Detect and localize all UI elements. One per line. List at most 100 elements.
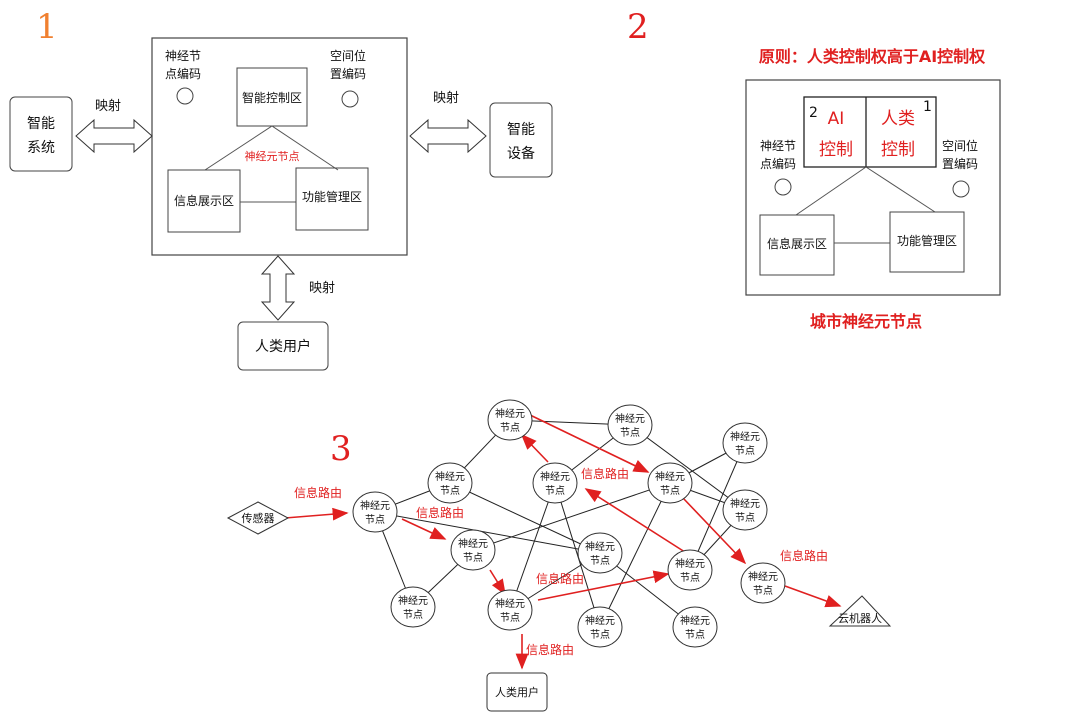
panel2-spatial-code-label-2: 置编码 [942,156,978,171]
route-label: 信息路由 [581,466,629,481]
panel3-sensor-diamond [226,501,290,535]
neuron-node: 神经元节点 [450,529,496,571]
route-label: 信息路由 [536,571,584,586]
route-arrow [584,488,689,555]
neuron-node-label-1: 神经元 [398,594,428,607]
panel-1-number: 1 [36,7,58,47]
neuron-node-label-2: 节点 [590,555,610,567]
panel1-left-double-arrow [75,118,153,154]
route-arrow [284,507,349,521]
panel-3-number: 3 [330,429,352,469]
neuron-node-label-2: 节点 [620,427,640,439]
neuron-node-label-2: 节点 [735,445,755,457]
edge [629,424,746,511]
neuron-node-label-1: 神经元 [458,537,488,550]
panel1-neural-code-label-1: 神经节 [165,49,201,63]
neuron-node-circle [740,562,786,604]
route-arrow [682,497,747,565]
panel1-spatial-code-circle [341,90,359,108]
panel1-node-frame [151,37,408,256]
panel1-node-label: 神经元节点 [245,149,300,163]
panel2-line-right [865,166,936,213]
neuron-node-label-2: 节点 [753,585,773,597]
neuron-node-label-1: 神经元 [748,570,778,583]
neuron-node-circle [427,462,473,504]
neuron-node-label-2: 节点 [660,485,680,497]
neuron-node: 神经元节点 [740,562,786,604]
neuron-node-label-1: 神经元 [540,470,570,483]
neuron-node-circle [352,491,398,533]
panel2-neural-code-label-2: 点编码 [760,156,796,171]
neuron-node-label-1: 神经元 [655,470,685,483]
neuron-node-label-2: 节点 [403,609,423,621]
panel2-spatial-code-circle [952,180,970,198]
panel1-bottom-double-arrow [260,255,296,321]
panel3-routing-arrows [284,413,842,670]
panel1-info-display-box [167,169,241,233]
neuron-node: 神经元节点 [672,606,718,648]
neuron-node-label-2: 节点 [463,552,483,564]
route-label: 信息路由 [294,485,342,500]
edge [472,482,671,551]
edge [599,482,671,628]
neuron-node-circle [532,462,578,504]
neuron-node-label-2: 节点 [735,512,755,524]
neuron-node-label-1: 神经元 [435,470,465,483]
route-arrow [401,518,447,540]
neuron-node: 神经元节点 [427,462,473,504]
route-arrow [537,570,670,601]
neuron-node: 神经元节点 [487,589,533,631]
panel2-ai-label-1: AI [828,109,845,129]
neuron-node-label-1: 神经元 [585,614,615,627]
panel1-mapping-bottom: 映射 [309,280,335,296]
edge [509,482,556,611]
edge [689,442,746,571]
neuron-node-circle [672,606,718,648]
neuron-node-circle [667,549,713,591]
panel2-human-label-1: 人类 [881,109,915,129]
neuron-node-label-2: 节点 [545,485,565,497]
neuron-node-label-1: 神经元 [585,540,615,553]
panel1-info-display-label: 信息展示区 [174,193,234,208]
panel1-spatial-code-label-2: 置编码 [330,66,366,81]
panel2-function-mgmt-label: 功能管理区 [897,233,957,248]
panel1-right-double-arrow [409,118,487,154]
neuron-node: 神经元节点 [722,489,768,531]
panel3-sensor-label: 传感器 [242,512,275,525]
panel1-line-right [271,125,339,171]
neuron-node-label-2: 节点 [500,612,520,624]
panel1-line-left [204,125,273,171]
neuron-node-label-2: 节点 [680,572,700,584]
route-label: 信息路由 [416,505,464,520]
panel1-human-user-box [237,321,329,371]
panel1-smart-system-box [9,96,73,172]
route-arrow [520,433,549,463]
neuron-node: 神经元节点 [607,404,653,446]
panel2-info-display-label: 信息展示区 [767,236,827,251]
panel1-human-user-label: 人类用户 [255,338,311,355]
panel2-caption: 城市神经元节点 [810,312,922,331]
panel3-human-user-box [486,672,548,712]
panel2-spatial-code-label-1: 空间位 [942,138,978,153]
panel1-smart-device-label-1: 智能 [507,122,535,138]
panel1-smart-device-label-2: 设备 [507,145,535,162]
route-arrow [527,413,650,473]
panel3-nodes: 神经元节点神经元节点神经元节点神经元节点神经元节点神经元节点神经元节点神经元节点… [352,399,786,648]
neuron-node-label-1: 神经元 [495,597,525,610]
panel-2-number: 2 [627,7,649,47]
neuron-node-label-2: 节点 [500,422,520,434]
edge [449,482,601,554]
panel3-route-labels: 信息路由 信息路由 信息路由 信息路由 信息路由 信息路由 [294,466,828,657]
panel1-mapping-right: 映射 [433,90,459,106]
route-arrow [489,569,506,596]
panel2-human-number: 1 [923,99,932,115]
panel1-neural-code-circle [176,87,194,105]
panel1-smart-control-label: 智能控制区 [242,90,302,105]
panel3-cloud-robot-label: 云机器人 [838,611,882,625]
neuron-node: 神经元节点 [647,462,693,504]
neuron-node-circle [487,589,533,631]
neuron-node: 神经元节点 [722,422,768,464]
panel1-function-mgmt-box [295,167,369,231]
neuron-node: 神经元节点 [577,532,623,574]
